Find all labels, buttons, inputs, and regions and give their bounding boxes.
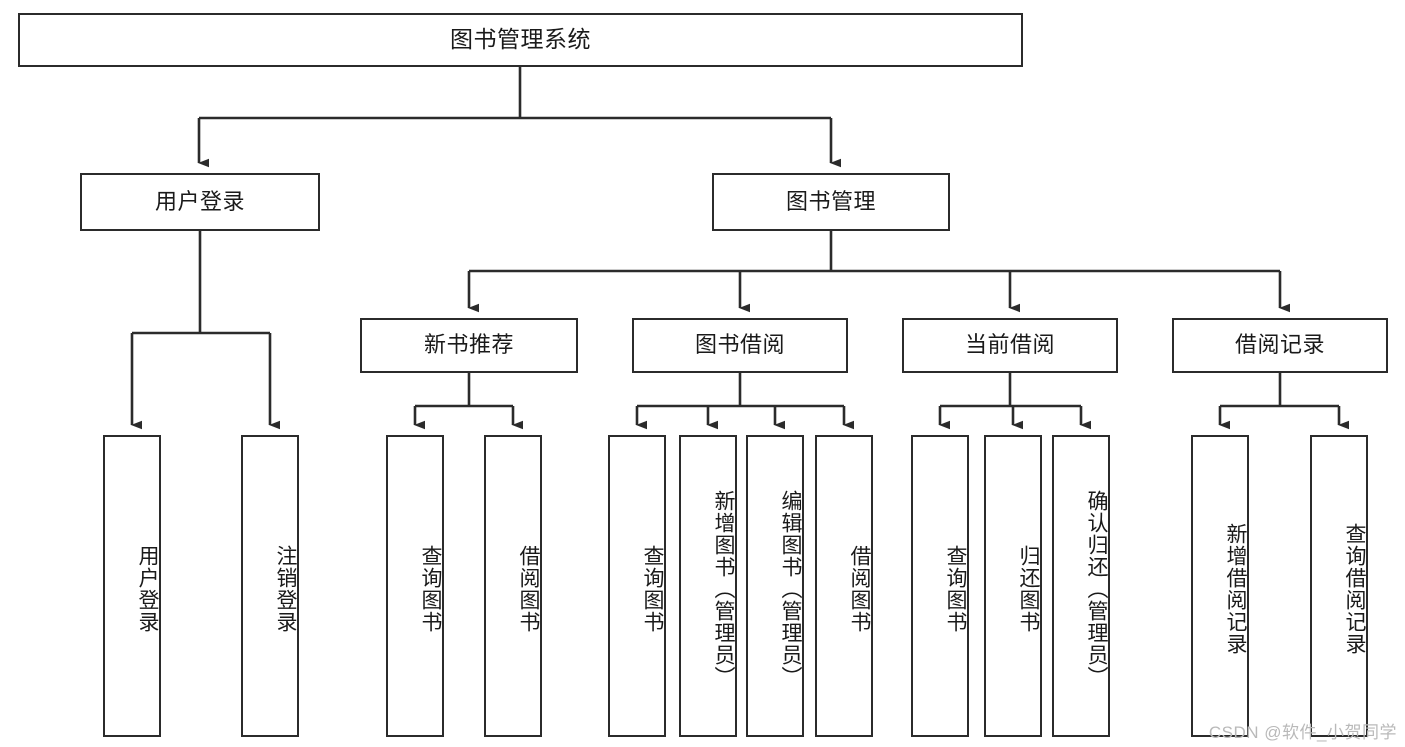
edges-bookborrow-to-leaves [635, 373, 854, 430]
node-leaf-edit-book[interactable]: 编辑图书（管理员） [746, 435, 804, 737]
node-current-borrow[interactable]: 当前借阅 [902, 318, 1118, 373]
edges-root-to-level2 [197, 67, 841, 168]
node-label: 用户登录 [136, 545, 159, 633]
node-label: 查询图书 [419, 545, 442, 633]
node-label: 当前借阅 [964, 332, 1055, 358]
node-label: 注销登录 [274, 545, 297, 633]
node-label: 查询图书 [944, 545, 967, 633]
node-new-book-rec[interactable]: 新书推荐 [360, 318, 578, 373]
node-label: 编辑图书（管理员） [779, 490, 802, 688]
node-user-login[interactable]: 用户登录 [80, 173, 320, 231]
node-label: 新增图书（管理员） [712, 490, 735, 688]
node-label: 图书管理 [785, 188, 876, 214]
node-label: 归还图书 [1017, 545, 1040, 633]
node-label: 借阅图书 [517, 545, 540, 633]
node-label: 新书推荐 [423, 332, 514, 358]
node-label: 图书借阅 [694, 332, 785, 358]
node-label: 借阅记录 [1234, 332, 1325, 358]
edges-booksmanage-to-level3 [467, 231, 1290, 313]
node-label: 查询借阅记录 [1343, 523, 1366, 655]
node-leaf-add-record[interactable]: 新增借阅记录 [1191, 435, 1249, 737]
node-leaf-logout-login[interactable]: 注销登录 [241, 435, 299, 737]
node-leaf-query-book-3[interactable]: 查询图书 [911, 435, 969, 737]
node-leaf-borrow-book-2[interactable]: 借阅图书 [815, 435, 873, 737]
node-leaf-confirm-return[interactable]: 确认归还（管理员） [1052, 435, 1110, 737]
node-leaf-borrow-book-1[interactable]: 借阅图书 [484, 435, 542, 737]
edges-currentborrow-to-leaves [938, 373, 1091, 430]
node-leaf-query-record[interactable]: 查询借阅记录 [1310, 435, 1368, 737]
node-book-manage[interactable]: 图书管理 [712, 173, 950, 231]
node-label: 借阅图书 [848, 545, 871, 633]
node-label: 用户登录 [154, 188, 245, 214]
node-book-borrow[interactable]: 图书借阅 [632, 318, 848, 373]
edges-newbookrec-to-leaves [413, 373, 523, 430]
node-label: 新增借阅记录 [1224, 523, 1247, 655]
node-root-system[interactable]: 图书管理系统 [18, 13, 1023, 67]
node-borrow-record[interactable]: 借阅记录 [1172, 318, 1388, 373]
node-leaf-user-login[interactable]: 用户登录 [103, 435, 161, 737]
edges-borrowrecord-to-leaves [1218, 373, 1349, 430]
node-leaf-add-book[interactable]: 新增图书（管理员） [679, 435, 737, 737]
edges-userlogin-to-leaves [130, 231, 280, 430]
node-leaf-query-book-1[interactable]: 查询图书 [386, 435, 444, 737]
node-label: 查询图书 [641, 545, 664, 633]
node-label: 图书管理系统 [450, 26, 591, 53]
node-label: 确认归还（管理员） [1085, 490, 1108, 688]
node-leaf-return-book[interactable]: 归还图书 [984, 435, 1042, 737]
node-leaf-query-book-2[interactable]: 查询图书 [608, 435, 666, 737]
